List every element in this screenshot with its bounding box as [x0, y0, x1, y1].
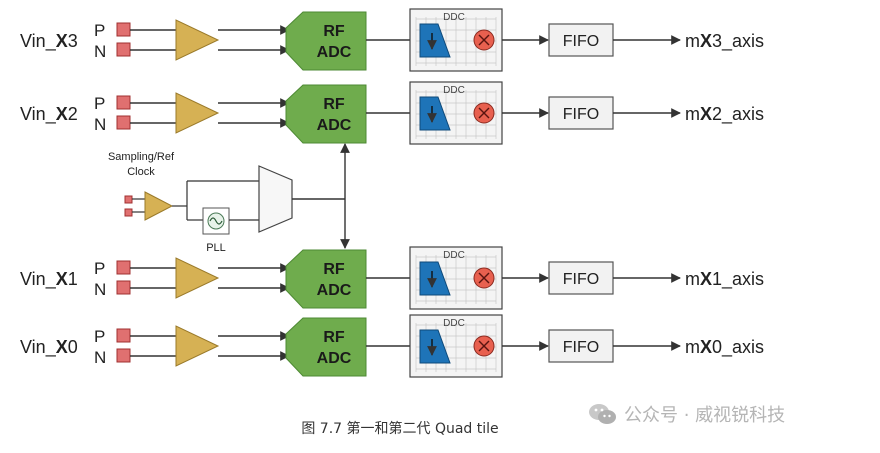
amplifier: [175, 92, 220, 134]
rf-adc-block: [285, 317, 367, 377]
adc-label-rf: RF: [323, 329, 345, 346]
output-label: mX3_axis: [685, 31, 764, 52]
amplifier: [175, 19, 220, 61]
pin-p-label: P: [94, 327, 105, 346]
amplifier: [175, 325, 220, 367]
clock-mux: [258, 165, 293, 233]
pll-sine-icon: [209, 217, 223, 225]
ddc-label: DDC: [443, 250, 465, 261]
rf-adc-block: [285, 84, 367, 144]
pin-n-label: N: [94, 42, 106, 61]
adc-label-rf: RF: [323, 96, 345, 113]
adc-label-rf: RF: [323, 23, 345, 40]
input-label-prefix: Vin_: [20, 104, 57, 125]
input-label-prefix: Vin_: [20, 337, 57, 358]
rf-adc-block: [285, 11, 367, 71]
input-label-suffix: 1: [68, 269, 78, 289]
clock-label-line1: Sampling/Ref: [108, 151, 175, 163]
pin-p-pad: [116, 328, 131, 343]
clock-pin-n: [124, 208, 133, 217]
pin-n-label: N: [94, 280, 106, 299]
ddc-label: DDC: [443, 85, 465, 96]
input-label-bold: X: [56, 337, 68, 357]
output-label: mX1_axis: [685, 269, 764, 290]
clock-buffer-amp: [144, 191, 174, 221]
input-label-bold: X: [56, 269, 68, 289]
pll-label: PLL: [206, 242, 226, 254]
fifo-block: [548, 23, 614, 57]
adc-label-rf: RF: [323, 261, 345, 278]
output-label-prefix: m: [685, 337, 700, 357]
input-label-prefix: Vin_: [20, 269, 57, 290]
input-label-bold: X: [56, 31, 68, 51]
pin-n-pad: [116, 280, 131, 295]
output-label-bold: X: [700, 337, 712, 357]
output-label-bold: X: [700, 31, 712, 51]
input-label: Vin_X0: [20, 337, 78, 358]
pin-n-pad: [116, 348, 131, 363]
ddc-mixer-x: [478, 107, 490, 119]
input-label-suffix: 3: [68, 31, 78, 51]
fifo-label: FIFO: [563, 339, 599, 356]
fifo-block: [548, 96, 614, 130]
output-label-suffix: 0_axis: [712, 337, 764, 358]
output-label-bold: X: [700, 104, 712, 124]
pin-p-label: P: [94, 94, 105, 113]
output-label-prefix: m: [685, 269, 700, 289]
adc-label-adc: ADC: [317, 350, 352, 367]
pin-p-pad: [116, 22, 131, 37]
clock-pin-p: [124, 195, 133, 204]
ddc-label: DDC: [443, 318, 465, 329]
adc-label-adc: ADC: [317, 117, 352, 134]
input-label-suffix: 2: [68, 104, 78, 124]
ddc-label: DDC: [443, 12, 465, 23]
pin-p-pad: [116, 95, 131, 110]
fifo-label: FIFO: [563, 33, 599, 50]
ddc-mixer-x: [478, 34, 490, 46]
output-label-prefix: m: [685, 31, 700, 51]
pin-p-label: P: [94, 259, 105, 278]
pin-n-pad: [116, 42, 131, 57]
clock-label-line2: Clock: [127, 166, 155, 178]
output-label-prefix: m: [685, 104, 700, 124]
input-label-suffix: 0: [68, 337, 78, 357]
adc-label-adc: ADC: [317, 282, 352, 299]
pin-p-label: P: [94, 21, 105, 40]
amplifier: [175, 257, 220, 299]
input-label: Vin_X3: [20, 31, 78, 52]
input-label: Vin_X1: [20, 269, 78, 290]
output-label-bold: X: [700, 269, 712, 289]
pin-n-label: N: [94, 348, 106, 367]
input-label-bold: X: [56, 104, 68, 124]
output-label-suffix: 3_axis: [712, 31, 764, 52]
rf-adc-block: [285, 249, 367, 309]
ddc-mixer-x: [478, 272, 490, 284]
pin-n-pad: [116, 115, 131, 130]
fifo-block: [548, 329, 614, 363]
ddc-mixer-x: [478, 340, 490, 352]
watermark: 公众号 · 威视锐科技: [588, 401, 785, 427]
pin-p-pad: [116, 260, 131, 275]
fifo-block: [548, 261, 614, 295]
output-label: mX0_axis: [685, 337, 764, 358]
input-label-prefix: Vin_: [20, 31, 57, 52]
output-label-suffix: 1_axis: [712, 269, 764, 290]
figure-caption: 图 7.7 第一和第二代 Quad tile: [301, 421, 499, 437]
output-label: mX2_axis: [685, 104, 764, 125]
output-label-suffix: 2_axis: [712, 104, 764, 125]
adc-label-adc: ADC: [317, 44, 352, 61]
watermark-text: 公众号 · 威视锐科技: [624, 405, 786, 426]
wechat-icon: [589, 404, 616, 424]
fifo-label: FIFO: [563, 271, 599, 288]
fifo-label: FIFO: [563, 106, 599, 123]
pin-n-label: N: [94, 115, 106, 134]
input-label: Vin_X2: [20, 104, 78, 125]
